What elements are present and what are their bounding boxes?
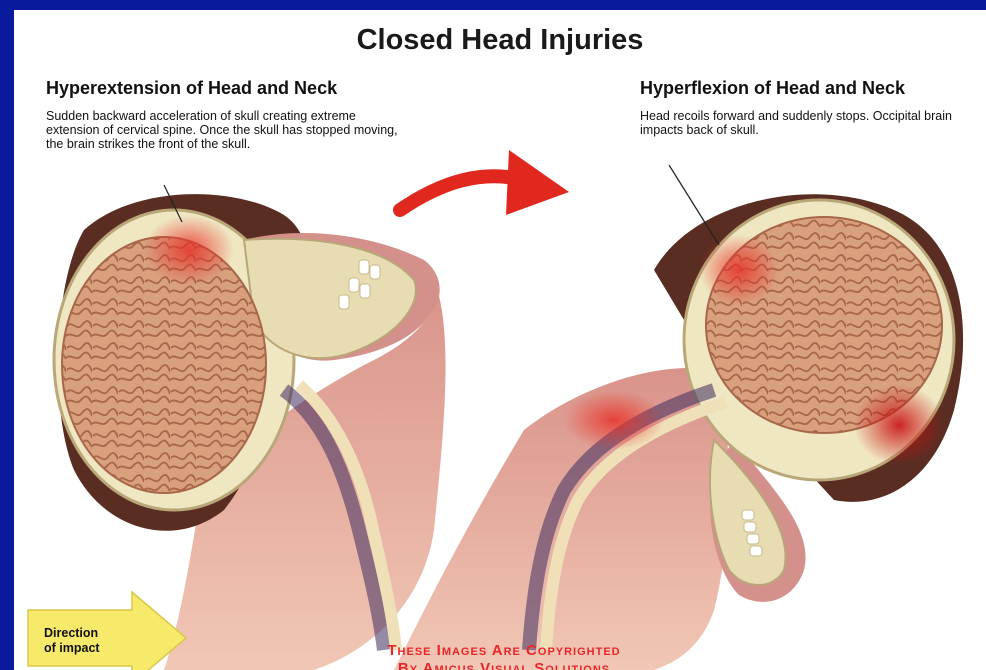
slide-panel: Closed Head Injuries Hyperextension of H… <box>14 10 986 670</box>
right-neck-strain <box>564 390 664 450</box>
left-figure <box>54 185 446 670</box>
impact-label-line2: of impact <box>44 641 100 656</box>
right-heading: Hyperflexion of Head and Neck <box>640 78 905 99</box>
left-heading: Hyperextension of Head and Neck <box>46 78 337 99</box>
right-bruise-back <box>854 385 944 465</box>
motion-arrow <box>400 150 569 215</box>
impact-label-line1: Direction <box>44 626 100 641</box>
copyright-line1: These Images Are Copyrighted <box>304 642 704 659</box>
left-bruise <box>144 215 234 285</box>
page-title: Closed Head Injuries <box>14 24 986 57</box>
right-figure <box>394 165 963 670</box>
left-description: Sudden backward acceleration of skull cr… <box>46 109 406 151</box>
right-neck <box>394 368 729 670</box>
right-description: Head recoils forward and suddenly stops.… <box>640 109 960 137</box>
right-bruise-front <box>699 235 779 305</box>
copyright-line2: By Amicus Visual Solutions <box>304 660 704 670</box>
impact-label: Direction of impact <box>44 626 100 656</box>
